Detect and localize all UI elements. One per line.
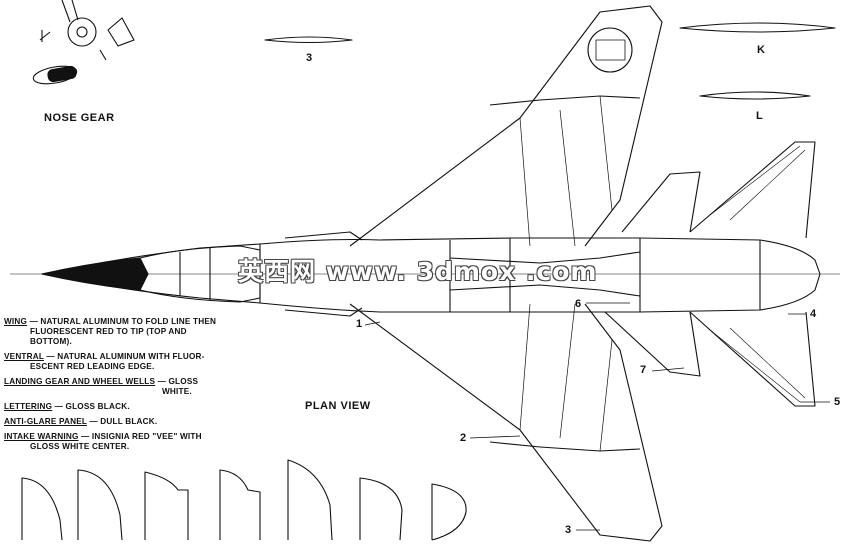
legend-lettering: LETTERING — GLOSS BLACK. <box>4 402 130 411</box>
nose-gear-wheel <box>67 17 97 47</box>
cross-section-c <box>144 471 189 540</box>
cross-section-d <box>219 469 261 540</box>
section-k-profile <box>679 22 836 33</box>
intake-upper <box>284 231 363 241</box>
callout-2: 2 <box>460 432 467 444</box>
callout-5: 5 <box>834 396 841 408</box>
legend-ventral: VENTRAL — NATURAL ALUMINUM WITH FLUOR- E… <box>4 352 205 371</box>
intake-lower <box>284 307 363 317</box>
callout-7: 7 <box>640 364 647 376</box>
nose-gear-wheel-plan <box>32 65 78 85</box>
section-l-profile <box>699 91 811 100</box>
lower-wing-outline <box>349 303 663 542</box>
cross-section-g <box>431 483 467 541</box>
section-k-label: K <box>757 44 766 56</box>
cross-section-a <box>21 477 63 541</box>
lower-tailplane <box>689 311 816 407</box>
legend-intake-warning: INTAKE WARNING — INSIGNIA RED "VEE" WITH… <box>4 432 202 451</box>
legend-landing-gear: LANDING GEAR AND WHEEL WELLS — GLOSS WHI… <box>4 377 199 396</box>
nose-gear-label: NOSE GEAR <box>44 112 115 124</box>
legend-anti-glare: ANTI-GLARE PANEL — DULL BLACK. <box>4 417 158 426</box>
callout-6: 6 <box>575 298 582 310</box>
callout-1: 1 <box>356 318 363 330</box>
cross-section-f <box>359 477 403 541</box>
nose-gear-linkage <box>107 17 135 47</box>
watermark: 英西网 www. 3dmox .com <box>238 257 598 286</box>
section-3-profile <box>264 36 353 44</box>
callout-4: 4 <box>810 308 817 320</box>
cross-section-b <box>77 469 123 541</box>
cross-section-e <box>287 459 333 541</box>
legend-wing: WING — NATURAL ALUMINUM TO FOLD LINE THE… <box>4 317 217 346</box>
paint-legend: WING — NATURAL ALUMINUM TO FOLD LINE THE… <box>4 317 254 457</box>
upper-wing-outline <box>349 5 663 247</box>
lower-wing-fold-line <box>489 441 541 448</box>
callout-3-bottom: 3 <box>565 524 572 536</box>
upper-wing-fold-line <box>489 99 541 106</box>
upper-ventral-fin <box>621 171 701 233</box>
lower-ventral-fin <box>604 311 701 377</box>
upper-wing-insignia <box>587 27 633 73</box>
section-l-label: L <box>756 110 764 122</box>
plan-view-label: PLAN VIEW <box>305 400 371 412</box>
anti-glare-panel <box>41 257 149 291</box>
callout-3-top: 3 <box>306 52 313 64</box>
upper-tailplane <box>689 141 816 239</box>
